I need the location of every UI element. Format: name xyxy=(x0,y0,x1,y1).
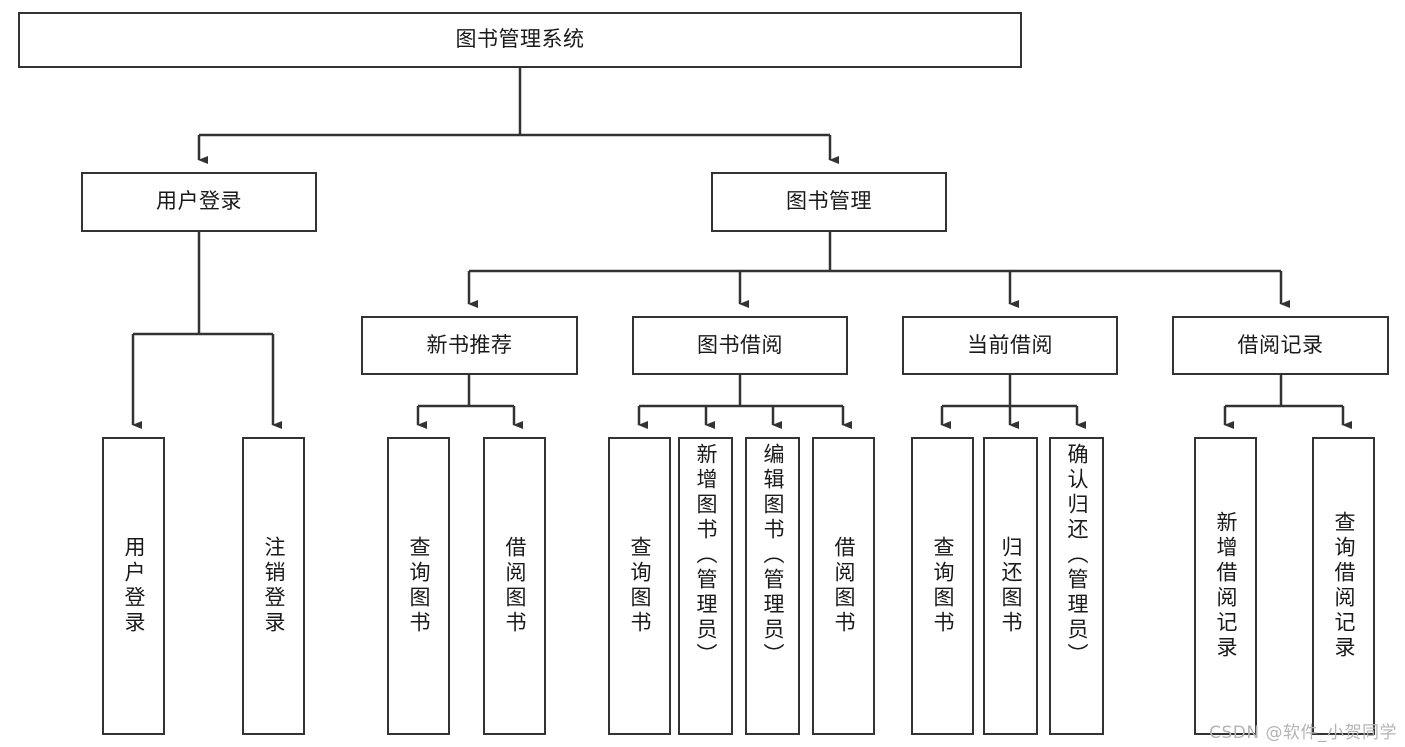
node-leaf-edit-book-admin[interactable]: 编辑图书（管理员） xyxy=(745,437,800,735)
node-new-book-recommend-label: 新书推荐 xyxy=(426,332,513,357)
node-user-login[interactable]: 用户登录 xyxy=(81,172,317,232)
node-current-borrow-label: 当前借阅 xyxy=(967,332,1053,357)
node-leaf-logout[interactable]: 注销登录 xyxy=(242,437,305,735)
node-leaf-edit-book-admin-label: 编辑图书（管理员） xyxy=(761,443,785,668)
node-current-borrow[interactable]: 当前借阅 xyxy=(902,316,1118,375)
node-root-label: 图书管理系统 xyxy=(455,27,585,52)
node-leaf-borrow-book-2-label: 借阅图书 xyxy=(832,536,856,636)
node-leaf-add-book-admin-label: 新增图书（管理员） xyxy=(694,443,718,668)
node-leaf-confirm-return-admin-label: 确认归还（管理员） xyxy=(1065,443,1089,668)
node-leaf-add-borrow-record[interactable]: 新增借阅记录 xyxy=(1194,437,1257,735)
node-leaf-add-book-admin[interactable]: 新增图书（管理员） xyxy=(678,437,733,735)
node-root[interactable]: 图书管理系统 xyxy=(18,12,1022,68)
node-leaf-return-book[interactable]: 归还图书 xyxy=(983,437,1038,735)
node-leaf-query-book-3[interactable]: 查询图书 xyxy=(911,437,974,735)
node-leaf-query-book-1[interactable]: 查询图书 xyxy=(387,437,450,735)
node-leaf-borrow-book-1[interactable]: 借阅图书 xyxy=(483,437,546,735)
node-book-management[interactable]: 图书管理 xyxy=(711,172,947,232)
node-leaf-query-book-2[interactable]: 查询图书 xyxy=(608,437,671,735)
node-book-management-label: 图书管理 xyxy=(786,189,872,214)
node-borrow-record[interactable]: 借阅记录 xyxy=(1172,316,1389,375)
node-new-book-recommend[interactable]: 新书推荐 xyxy=(361,316,578,375)
node-leaf-borrow-book-1-label: 借阅图书 xyxy=(503,536,527,636)
node-leaf-logout-label: 注销登录 xyxy=(262,536,286,636)
node-leaf-query-borrow-record[interactable]: 查询借阅记录 xyxy=(1312,437,1375,735)
node-leaf-user-login[interactable]: 用户登录 xyxy=(102,437,165,735)
node-leaf-return-book-label: 归还图书 xyxy=(999,536,1023,636)
node-leaf-query-book-2-label: 查询图书 xyxy=(628,536,652,636)
node-leaf-borrow-book-2[interactable]: 借阅图书 xyxy=(812,437,875,735)
watermark-text: CSDN @软件_小贺同学 xyxy=(1209,723,1397,743)
node-leaf-query-book-3-label: 查询图书 xyxy=(931,536,955,636)
node-leaf-user-login-label: 用户登录 xyxy=(122,536,146,636)
node-book-borrow-label: 图书借阅 xyxy=(697,332,783,357)
node-leaf-query-book-1-label: 查询图书 xyxy=(407,536,431,636)
node-book-borrow[interactable]: 图书借阅 xyxy=(632,316,848,375)
node-borrow-record-label: 借阅记录 xyxy=(1237,332,1324,357)
node-leaf-query-borrow-record-label: 查询借阅记录 xyxy=(1332,511,1356,661)
node-user-login-label: 用户登录 xyxy=(156,189,242,214)
node-leaf-add-borrow-record-label: 新增借阅记录 xyxy=(1214,511,1238,661)
node-leaf-confirm-return-admin[interactable]: 确认归还（管理员） xyxy=(1049,437,1104,735)
